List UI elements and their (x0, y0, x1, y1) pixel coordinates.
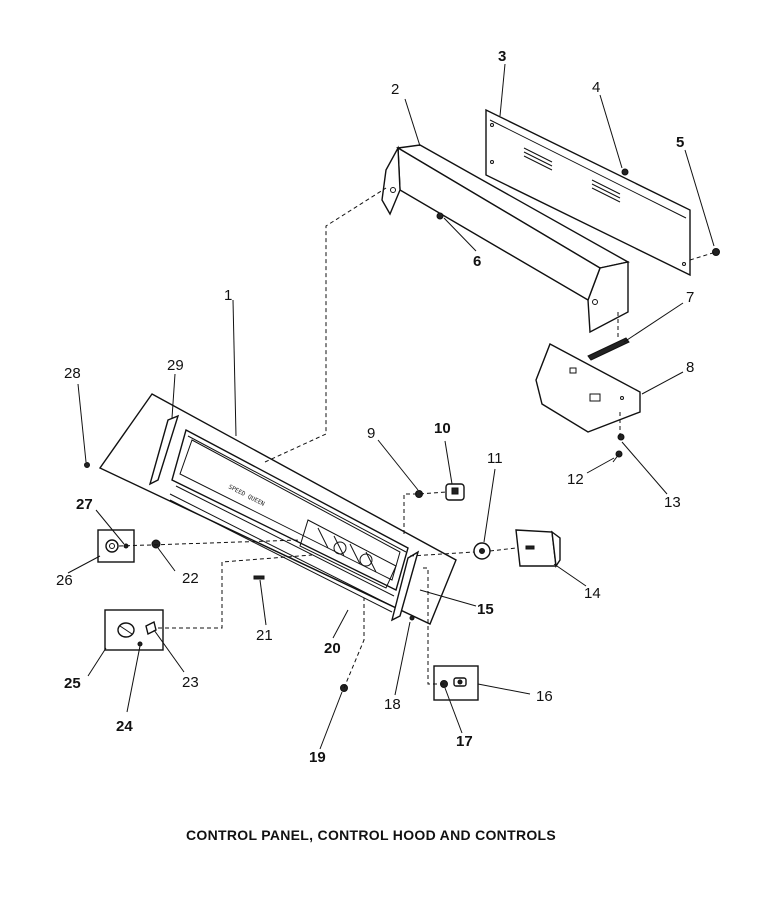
callout-29: 29 (167, 357, 184, 374)
callout-16: 16 (536, 688, 553, 705)
callout-5: 5 (676, 134, 684, 151)
callout-13: 13 (664, 494, 681, 511)
callout-23: 23 (182, 674, 199, 691)
callout-8: 8 (686, 359, 694, 376)
control-11 (473, 542, 491, 560)
switch-10 (445, 483, 465, 501)
callout-labels: 1 2 3 4 5 6 7 8 9 10 11 12 13 14 15 16 1… (56, 48, 694, 766)
bracket-8 (535, 343, 641, 433)
callout-19: 19 (309, 749, 326, 766)
callout-18: 18 (384, 696, 401, 713)
callout-4: 4 (592, 79, 600, 96)
rear-cover-plate (485, 108, 691, 277)
screw-28 (84, 462, 90, 468)
callout-24: 24 (116, 718, 133, 735)
end-cap-15 (390, 550, 420, 622)
callout-3: 3 (498, 48, 506, 65)
nut-13 (617, 433, 625, 441)
callout-28: 28 (64, 365, 81, 382)
screw-4 (621, 168, 629, 176)
callout-17: 17 (456, 733, 473, 750)
callout-22: 22 (182, 570, 199, 587)
callout-14: 14 (584, 585, 601, 602)
callout-21: 21 (256, 627, 273, 644)
screw-5 (712, 248, 720, 256)
callout-26: 26 (56, 572, 73, 589)
callout-15: 15 (477, 601, 494, 618)
callout-11: 11 (487, 450, 503, 467)
leader-lines (67, 63, 715, 750)
knob-plate-25 (104, 609, 164, 651)
screw-12 (612, 450, 623, 463)
screw-18 (409, 615, 415, 621)
callout-7: 7 (686, 289, 694, 306)
screw-21 (253, 575, 265, 580)
callout-25: 25 (64, 675, 81, 692)
callout-1: 1 (224, 287, 232, 304)
callout-20: 20 (324, 640, 341, 657)
timer-14 (515, 529, 561, 568)
callout-10: 10 (434, 420, 451, 437)
diagram-caption: CONTROL PANEL, CONTROL HOOD AND CONTROLS (186, 827, 556, 843)
clip-7 (587, 337, 630, 361)
callout-6: 6 (473, 253, 481, 270)
plate-16 (433, 665, 479, 701)
callout-12: 12 (567, 471, 584, 488)
control-panel: SPEED QUEEN (98, 393, 457, 625)
callout-9: 9 (367, 425, 375, 442)
callout-27: 27 (76, 496, 93, 513)
callout-2: 2 (391, 81, 399, 98)
assembly-lines (118, 187, 717, 689)
nut-6 (436, 212, 444, 220)
knob-22 (151, 539, 161, 549)
